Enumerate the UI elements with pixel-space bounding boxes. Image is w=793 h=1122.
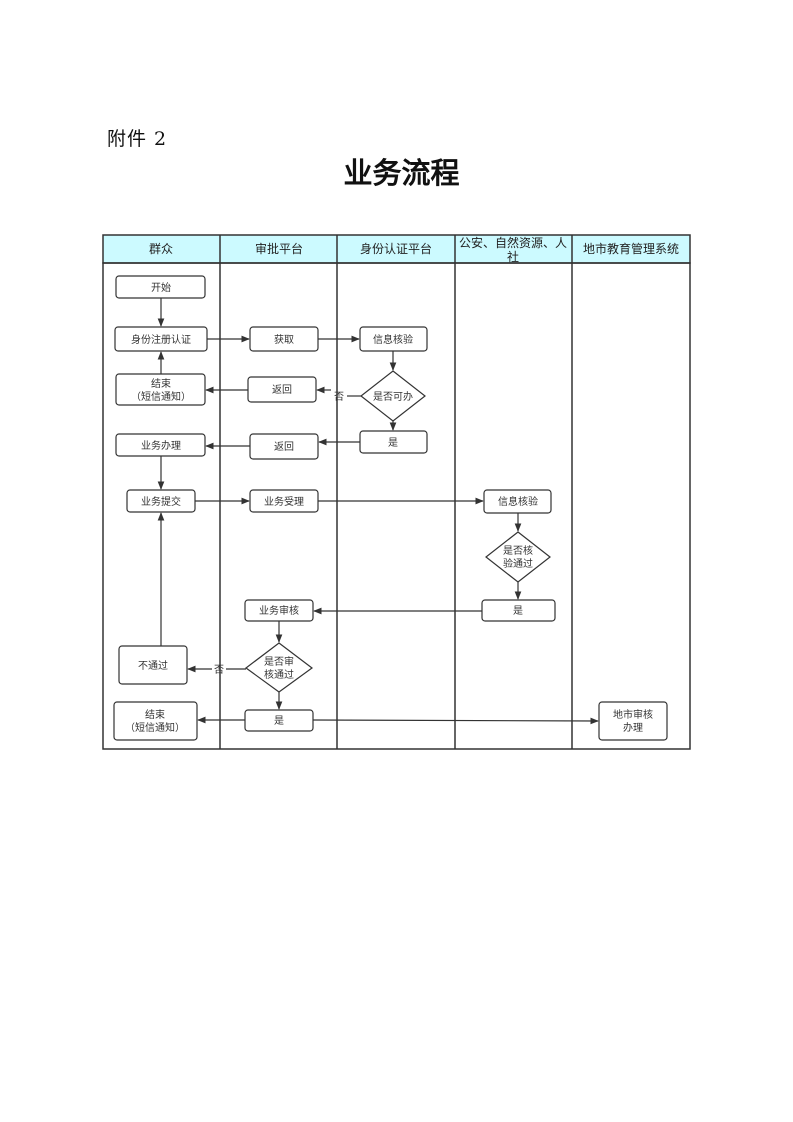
svg-text:是否可办: 是否可办 <box>373 390 413 403</box>
node-yes-identity[interactable]: 是 <box>359 430 428 454</box>
node-yes-agencies[interactable]: 是 <box>481 599 556 622</box>
lane-header-row: 群众 审批平台 身份认证平台 公安、自然资源、人 社 地市教育管理系统 <box>102 234 691 264</box>
edge-label-no: 否 <box>214 664 224 676</box>
svg-text:获取: 获取 <box>274 334 294 346</box>
node-yes-approval[interactable]: 是 <box>244 709 314 732</box>
node-verify-2[interactable]: 信息核验 <box>483 489 552 514</box>
svg-text:是: 是 <box>388 437 398 449</box>
svg-text:办理: 办理 <box>623 721 643 734</box>
node-review[interactable]: 业务审核 <box>244 599 314 622</box>
edge-label-no: 否 <box>334 391 344 403</box>
header-background <box>102 234 691 264</box>
svg-text:（短信通知）: （短信通知） <box>131 390 191 403</box>
node-not-pass[interactable]: 不通过 <box>118 645 188 685</box>
node-end-sms-1[interactable]: 结束 （短信通知） <box>115 373 206 406</box>
svg-text:身份注册认证: 身份注册认证 <box>131 333 191 346</box>
svg-text:开始: 开始 <box>151 281 171 294</box>
attachment-label: 附件 2 <box>107 128 168 150</box>
svg-text:（短信通知）: （短信通知） <box>125 721 185 734</box>
node-return-2[interactable]: 返回 <box>249 433 319 460</box>
node-accept[interactable]: 业务受理 <box>249 489 319 513</box>
node-submit[interactable]: 业务提交 <box>126 489 196 513</box>
svg-text:验通过: 验通过 <box>503 557 533 570</box>
svg-text:是: 是 <box>274 715 284 727</box>
edge-yes-cityreview <box>312 717 599 725</box>
lane-header-education: 地市教育管理系统 <box>583 241 679 256</box>
lane-bodies <box>102 235 691 750</box>
page-title: 业务流程 <box>343 156 460 190</box>
node-fetch[interactable]: 获取 <box>249 326 319 352</box>
svg-text:返回: 返回 <box>272 384 292 396</box>
node-review-pass-decision[interactable]: 是否审 核通过 <box>244 642 314 693</box>
svg-text:是: 是 <box>513 605 523 617</box>
node-return-1[interactable]: 返回 <box>247 376 317 403</box>
lane-outer-border <box>102 262 691 750</box>
node-city-review[interactable]: 地市审核 办理 <box>598 701 668 741</box>
node-register[interactable]: 身份注册认证 <box>114 326 208 352</box>
node-can-handle-decision[interactable]: 是否可办 <box>360 370 426 422</box>
node-start[interactable]: 开始 <box>115 275 206 299</box>
svg-text:信息核验: 信息核验 <box>498 495 538 508</box>
svg-text:业务提交: 业务提交 <box>141 495 181 508</box>
svg-text:地市审核: 地市审核 <box>613 708 653 721</box>
svg-text:返回: 返回 <box>274 441 294 453</box>
lane-header-approval: 审批平台 <box>255 241 303 256</box>
lane-header-agencies-line2: 社 <box>507 249 519 264</box>
lane-header-public: 群众 <box>149 242 173 256</box>
lane-header-agencies-line1: 公安、自然资源、人 <box>459 235 567 250</box>
svg-text:结束: 结束 <box>151 377 171 390</box>
svg-text:不通过: 不通过 <box>138 659 168 672</box>
edges <box>157 298 599 725</box>
svg-text:业务审核: 业务审核 <box>259 604 299 617</box>
node-handle[interactable]: 业务办理 <box>115 433 206 457</box>
svg-text:是否审: 是否审 <box>264 655 294 668</box>
svg-text:信息核验: 信息核验 <box>373 333 413 346</box>
node-verify-pass-decision[interactable]: 是否核 验通过 <box>485 531 551 583</box>
svg-text:是否核: 是否核 <box>503 544 533 557</box>
node-verify-1[interactable]: 信息核验 <box>359 326 428 352</box>
svg-text:核通过: 核通过 <box>264 668 294 681</box>
svg-text:业务办理: 业务办理 <box>141 439 181 452</box>
svg-text:结束: 结束 <box>145 708 165 721</box>
svg-text:业务受理: 业务受理 <box>264 495 304 508</box>
lane-header-identity: 身份认证平台 <box>360 241 432 256</box>
node-end-sms-2[interactable]: 结束 （短信通知） <box>113 701 198 741</box>
